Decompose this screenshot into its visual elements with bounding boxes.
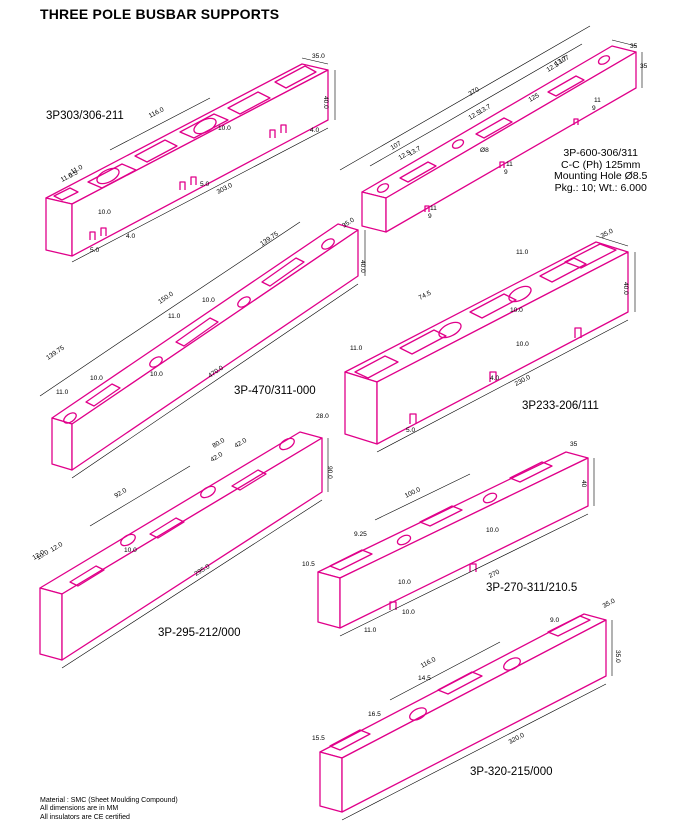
dimension-label: 13.7	[408, 145, 423, 158]
spec-cc: C-C (Ph) 125mm	[561, 158, 641, 171]
product-code-3p233: 3P233-206/111	[522, 400, 599, 412]
product-code-3p470: 3P-470/311-000	[234, 385, 316, 397]
dimension-label: 107	[390, 140, 403, 152]
dimension-label: 74.5	[418, 290, 433, 302]
dimension-label: 14.5	[418, 675, 431, 682]
dimension-label: 270	[488, 569, 501, 580]
dimension-label: 10.0	[98, 209, 111, 216]
dimension-label: 100.0	[404, 486, 422, 500]
dimension-label: 9.25	[354, 531, 367, 538]
dimension-label: 11	[506, 161, 513, 168]
dimension-label: 9	[504, 169, 508, 176]
dimension-label: 35.0	[312, 53, 325, 60]
dimension-label: 80.0	[211, 437, 226, 450]
dimension-label: 42.0	[233, 437, 248, 450]
spec-pkg: Pkg.: 10; Wt.: 6.000	[554, 181, 647, 194]
dimension-label: 9.0	[550, 617, 559, 624]
dimension-label: 5.5	[68, 169, 80, 180]
dimension-label: Ø8	[480, 147, 489, 154]
note-dimensions: All dimensions are in MM	[40, 805, 119, 813]
dimension-label: 5.0	[90, 247, 99, 254]
dimension-label: 11.0	[56, 389, 69, 396]
dimension-label: 9	[592, 105, 596, 112]
part-3p470-drawing	[39, 221, 366, 479]
spec-3p600: 3P-600-306/311 C-C (Ph) 125mm Mounting H…	[554, 147, 648, 194]
part-3p320-drawing	[319, 613, 613, 821]
dimension-label: 11.0	[350, 345, 363, 352]
dimension-label: 42.0	[209, 451, 224, 464]
dimension-label: 10.0	[398, 579, 411, 586]
dimension-label: 230.0	[514, 374, 532, 388]
dimension-label: 9	[428, 213, 432, 220]
dimension-label: 10.0	[150, 371, 163, 378]
dimension-label: 139.75	[45, 344, 66, 361]
dimension-label: 16.5	[368, 711, 381, 718]
dimension-label: 116.0	[148, 106, 166, 120]
dimension-label: 35	[570, 441, 578, 448]
notes: Material : SMC (Sheet Moulding Compound)…	[40, 797, 178, 822]
dimension-label: 40.0	[622, 282, 629, 295]
dimension-label: 11.0	[70, 164, 84, 176]
dimension-label: 35.0	[600, 228, 615, 240]
dimension-label: 303.0	[216, 182, 234, 196]
dimension-label: 150.0	[157, 290, 175, 305]
dimension-label: 5.0	[406, 427, 415, 434]
note-certification: All insulators are CE certified	[40, 813, 130, 821]
part-3p600-drawing	[339, 25, 643, 233]
dimension-label: 40	[580, 480, 587, 488]
dimension-label: 116.0	[420, 656, 438, 670]
part-3p270-drawing	[317, 451, 595, 637]
dimension-label: 10.0	[124, 547, 137, 554]
dimension-label: 13.7	[478, 103, 493, 116]
spec-hole: Mounting Hole Ø8.5	[554, 170, 648, 183]
product-code-3p270: 3P-270-311/210.5	[486, 582, 578, 594]
dimension-label: 35.0	[602, 597, 617, 609]
dimension-label: 40.0	[359, 260, 366, 273]
dimension-label: 5.0	[200, 181, 209, 188]
dimension-label: 11.0	[516, 249, 529, 256]
product-code-3p600: 3P-600-306/311	[563, 147, 638, 159]
dimension-label: 10.0	[402, 609, 415, 616]
dimension-label: 35.0	[614, 650, 621, 663]
dimension-label: 11.0	[364, 627, 377, 634]
dimension-label: 11	[594, 97, 601, 104]
dimension-label: 107	[558, 54, 571, 66]
dimension-label: 10.0	[516, 341, 529, 348]
dimension-label: 12.0	[49, 541, 64, 554]
dimension-label: 90.0	[326, 466, 333, 479]
dimension-label: 40.0	[322, 96, 329, 109]
dimension-label: 28.0	[316, 413, 329, 420]
product-code-3p303: 3P303/306-211	[46, 110, 124, 122]
dimension-label: 4.0	[126, 233, 135, 240]
dimension-label: 139.75	[259, 230, 280, 247]
dimension-label: 35	[640, 63, 648, 70]
dimension-label: 4.0	[310, 127, 319, 134]
dimension-label: 10.0	[218, 125, 231, 132]
dimension-label: 92.0	[113, 487, 128, 500]
dimension-label: 370	[468, 86, 481, 98]
dimension-label: 11.0	[60, 172, 74, 184]
dimension-label: 320.0	[508, 732, 526, 746]
dimension-label: 10.0	[510, 307, 523, 314]
product-code-3p295: 3P-295-212/000	[158, 627, 241, 639]
dimension-label: 11	[430, 205, 437, 212]
part-3p303-drawing	[45, 57, 336, 263]
dimension-label: 10.0	[202, 297, 215, 304]
dimension-label: 35	[630, 43, 638, 50]
part-3p233-drawing	[344, 235, 636, 453]
dimension-label: 10.5	[302, 561, 315, 568]
dimension-label: 4.0	[490, 375, 499, 382]
page-title: THREE POLE BUSBAR SUPPORTS	[40, 6, 280, 22]
dimension-label: 10.0	[486, 527, 499, 534]
dimension-label: 11.0	[168, 313, 181, 320]
dimension-label: 15.5	[312, 735, 325, 742]
product-code-3p320: 3P-320-215/000	[470, 766, 553, 778]
dimension-label: 10.0	[90, 375, 103, 382]
part-3p295-drawing	[39, 431, 329, 669]
dimension-label: 125	[528, 92, 541, 104]
note-material: Material : SMC (Sheet Moulding Compound)	[40, 797, 178, 804]
